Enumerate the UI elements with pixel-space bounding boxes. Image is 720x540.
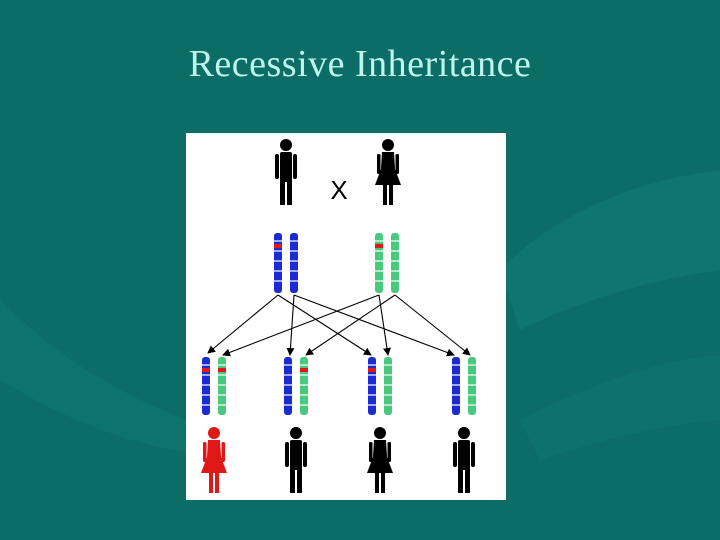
child-4-male-figure (453, 427, 475, 493)
recessive-allele-mark (375, 244, 383, 248)
recessive-allele-mark (300, 368, 308, 372)
child-1-chromosome-pair (202, 357, 226, 415)
cross-symbol: X (330, 175, 347, 205)
chromosome-green (391, 233, 399, 293)
parent-2-chromosome-pair (375, 233, 399, 293)
child-4-chromosome-pair (452, 357, 476, 415)
child-3-chromosome-pair (368, 357, 392, 415)
recessive-allele-mark (202, 368, 210, 372)
child-3-female-figure (367, 427, 393, 493)
chromosome-green (375, 233, 383, 293)
child-2-chromosome-pair (284, 357, 308, 415)
parent-male-figure (275, 139, 297, 205)
slide-title: Recessive Inheritance (188, 43, 532, 85)
chromosome-blue (290, 233, 298, 293)
child-2-male-figure (285, 427, 307, 493)
diagram-canvas: X (201, 139, 476, 493)
recessive-allele-mark (218, 368, 226, 372)
inheritance-diagram: X (186, 133, 506, 500)
inheritance-arrows (207, 294, 471, 357)
parent-female-figure (375, 139, 401, 205)
child-1-affected-female-figure (201, 427, 227, 493)
recessive-allele-mark (274, 244, 282, 248)
chromosome-blue (274, 233, 282, 293)
parent-1-chromosome-pair (274, 233, 298, 293)
recessive-allele-mark (368, 368, 376, 372)
